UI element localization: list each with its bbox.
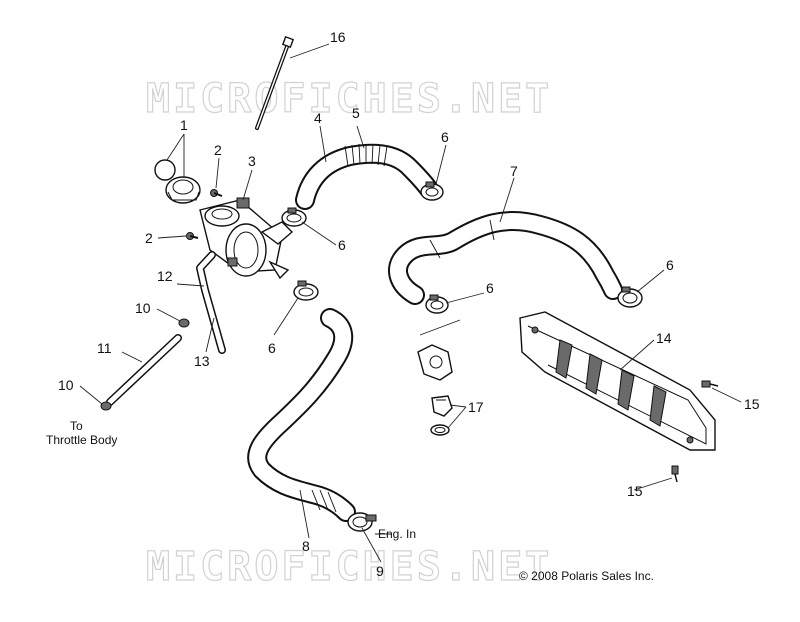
callout-3: 3 bbox=[248, 153, 256, 169]
callout-6-radiator-right: 6 bbox=[666, 257, 674, 273]
part-6-clamp-radiator-right bbox=[617, 286, 643, 308]
note-throttle-line2: Throttle Body bbox=[46, 433, 117, 447]
callout-6-lower-hose: 6 bbox=[268, 340, 276, 356]
part-1-cap bbox=[154, 159, 201, 204]
part-3-tank bbox=[199, 197, 294, 280]
callout-17: 17 bbox=[468, 399, 484, 415]
callout-10-lower: 10 bbox=[58, 377, 74, 393]
callout-1: 1 bbox=[180, 117, 188, 133]
thermostat-housing bbox=[417, 319, 461, 381]
part-9-clamp-engine bbox=[347, 512, 377, 532]
part-6-clamp-tank-top bbox=[281, 207, 307, 227]
part-8-lower-hose bbox=[247, 308, 356, 522]
callout-13: 13 bbox=[194, 353, 210, 369]
callout-16: 16 bbox=[330, 29, 346, 45]
part-6-clamp-lower-hose bbox=[293, 280, 319, 301]
note-engine-in: Eng. In bbox=[378, 527, 416, 541]
callout-6-radiator-left: 6 bbox=[486, 280, 494, 296]
callout-11: 11 bbox=[97, 340, 112, 356]
part-4-5-upper-hose bbox=[295, 143, 438, 210]
callout-6-tank: 6 bbox=[338, 237, 346, 253]
copyright: © 2008 Polaris Sales Inc. bbox=[519, 569, 654, 583]
callout-7: 7 bbox=[510, 163, 518, 179]
callout-10-upper: 10 bbox=[135, 300, 151, 316]
callout-2-upper: 2 bbox=[214, 142, 222, 158]
part-6-clamp-upper-hose bbox=[420, 181, 444, 201]
callout-2-lower: 2 bbox=[145, 230, 153, 246]
part-15-rivet-lower bbox=[671, 465, 679, 483]
part-15-rivet-upper bbox=[701, 380, 719, 388]
part-12-13-vent-hose bbox=[196, 251, 226, 354]
watermark-bottom: MICROFICHES.NET bbox=[146, 544, 552, 590]
part-2-screw-lower bbox=[186, 232, 199, 240]
part-11-tube bbox=[106, 334, 182, 406]
callout-15-upper: 15 bbox=[744, 396, 760, 412]
part-10-fitting-lower bbox=[100, 401, 112, 411]
part-17-thermostat bbox=[430, 395, 453, 436]
part-6-clamp-radiator-left bbox=[425, 294, 449, 314]
callout-5: 5 bbox=[352, 105, 360, 121]
callout-8: 8 bbox=[302, 538, 310, 554]
callout-9: 9 bbox=[376, 563, 384, 579]
part-7-radiator-hose bbox=[388, 210, 623, 305]
callout-15-lower: 15 bbox=[627, 483, 643, 499]
part-16-strap bbox=[255, 35, 295, 130]
callout-6-upper-hose: 6 bbox=[441, 129, 449, 145]
callout-14: 14 bbox=[656, 330, 672, 346]
leader-lines bbox=[79, 43, 742, 563]
part-14-shroud bbox=[519, 311, 716, 451]
note-throttle-line1: To bbox=[70, 419, 83, 433]
callout-12: 12 bbox=[157, 268, 173, 284]
part-10-fitting-upper bbox=[178, 318, 190, 328]
watermark-top: MICROFICHES.NET bbox=[146, 76, 552, 122]
part-2-screw-upper bbox=[210, 189, 223, 197]
callout-4: 4 bbox=[314, 110, 322, 126]
